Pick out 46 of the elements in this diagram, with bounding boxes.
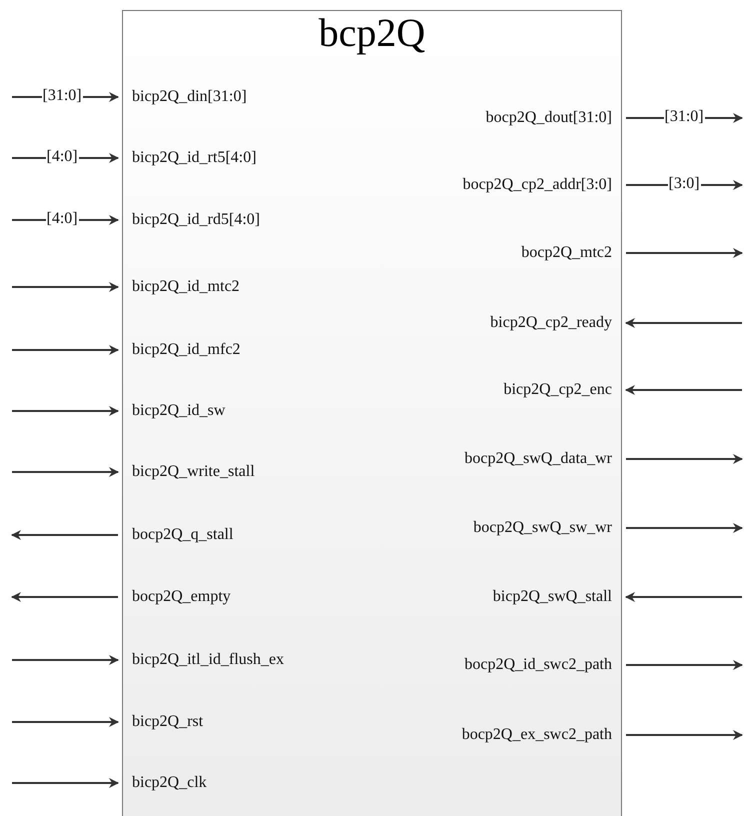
bus-width-label: [31:0] [42,87,83,105]
port-label: bocp2Q_id_swc2_path [464,656,612,674]
signal-arrow [625,592,742,602]
bus-width-label: [3:0] [668,175,701,193]
bus-width-label: [4:0] [46,148,79,166]
port-label: bocp2Q_cp2_addr[3:0] [462,176,612,194]
port-label: bocp2Q_ex_swc2_path [462,726,612,744]
signal-arrow [12,655,119,665]
module-block [122,10,622,816]
signal-arrow [12,282,119,292]
port-label: bicp2Q_swQ_stall [492,588,612,606]
signal-arrow [626,454,743,464]
port-label: bicp2Q_cp2_enc [504,381,612,399]
port-label: bicp2Q_clk [132,774,207,792]
signal-arrow [11,592,118,602]
signal-arrow [626,523,743,533]
port-label: bicp2Q_id_rt5[4:0] [132,149,256,167]
port-label: bicp2Q_rst [132,713,204,731]
signal-arrow [11,530,118,540]
port-label: bicp2Q_id_rd5[4:0] [132,211,260,229]
signal-arrow [626,730,743,740]
port-label: bocp2Q_mtc2 [521,244,612,262]
signal-arrow [625,318,742,328]
module-name: bcp2Q [318,13,426,53]
signal-arrow [12,717,119,727]
port-label: bocp2Q_empty [132,588,231,606]
port-label: bocp2Q_dout[31:0] [486,109,612,127]
port-label: bocp2Q_swQ_data_wr [464,450,612,468]
signal-arrow [12,406,119,416]
port-label: bicp2Q_id_sw [132,402,226,420]
bus-width-label: [31:0] [664,108,705,126]
signal-arrow [626,660,743,670]
signal-arrow [12,467,119,477]
port-label: bocp2Q_swQ_sw_wr [473,519,612,537]
bus-width-label: [4:0] [46,210,79,228]
port-label: bicp2Q_id_mfc2 [132,341,240,359]
signal-arrow [625,385,742,395]
port-label: bocp2Q_q_stall [132,526,234,544]
port-label: bicp2Q_write_stall [132,463,255,481]
port-label: bicp2Q_id_mtc2 [132,278,240,296]
signal-arrow [626,248,743,258]
port-label: bicp2Q_cp2_ready [490,314,612,332]
port-label: bicp2Q_itl_id_flush_ex [132,651,284,669]
signal-arrow [12,778,119,788]
signal-arrow [12,345,119,355]
port-label: bicp2Q_din[31:0] [132,88,247,106]
